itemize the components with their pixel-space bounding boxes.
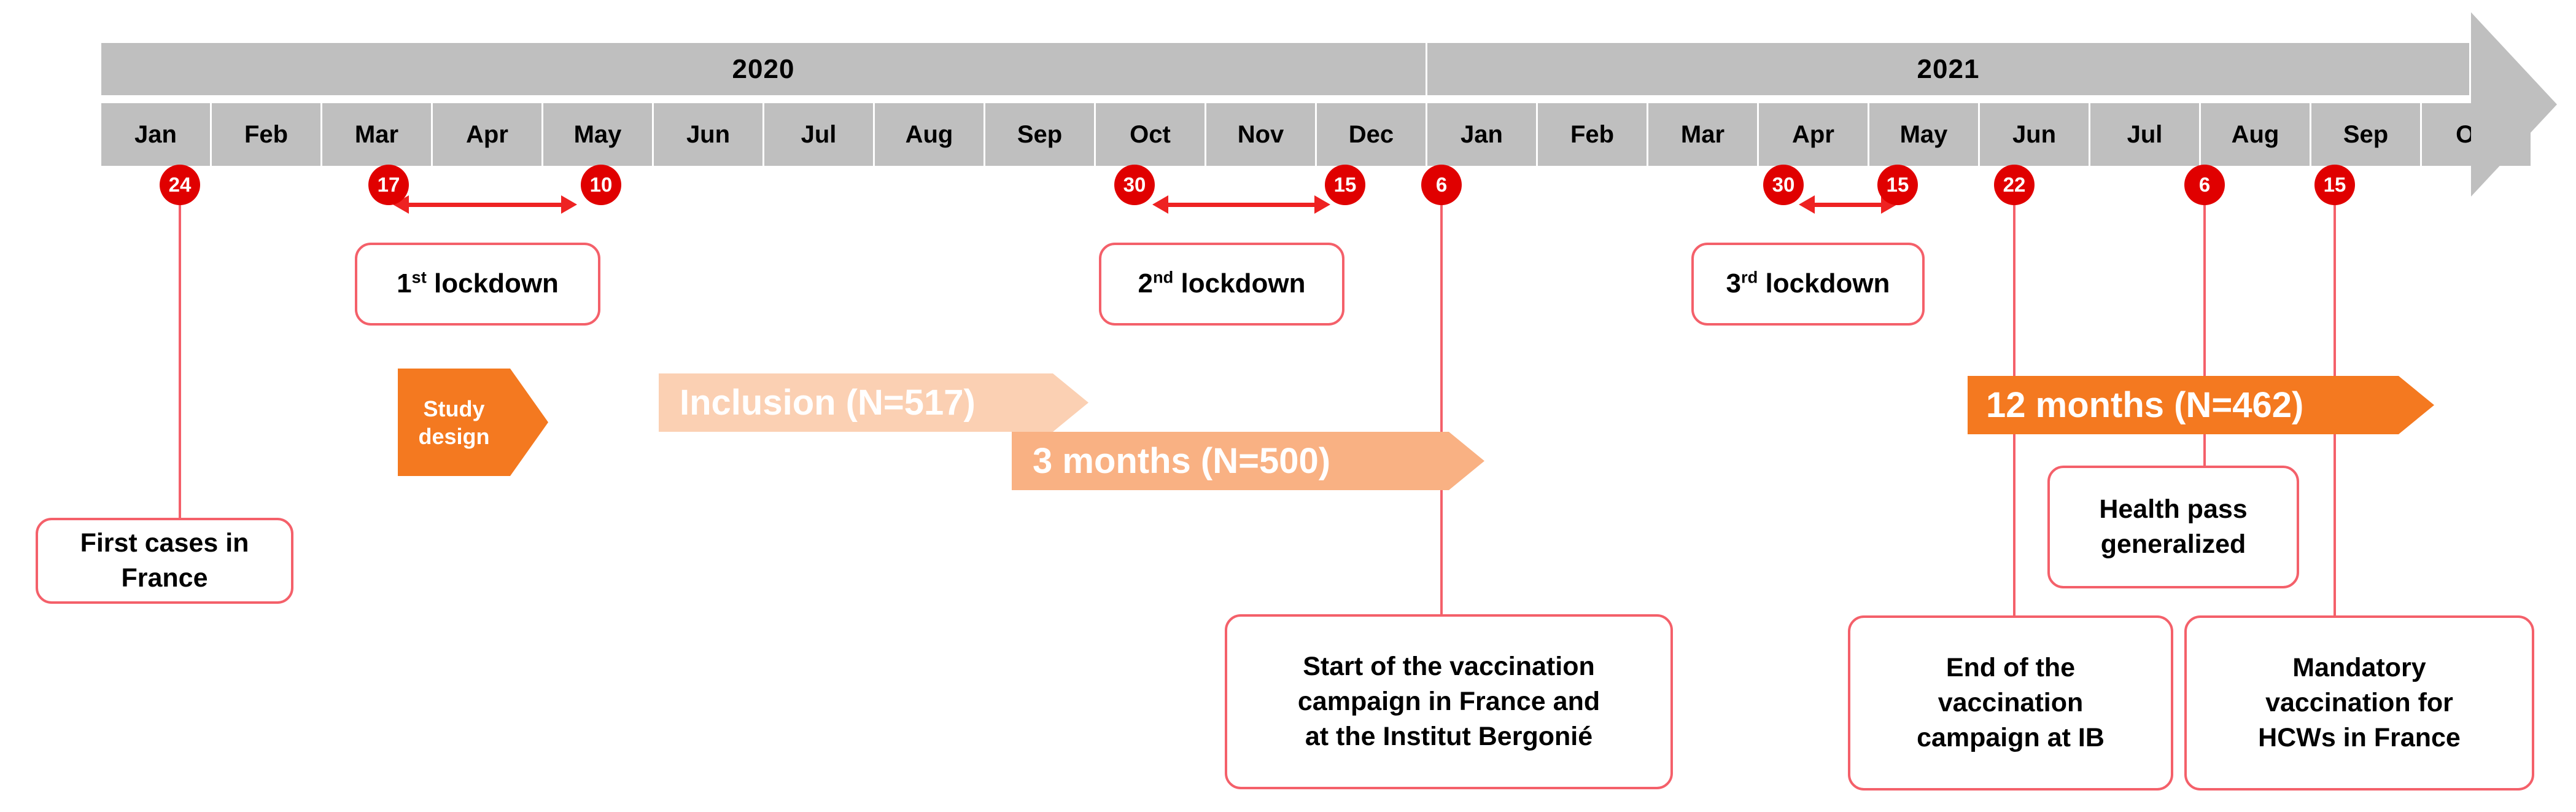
badge-2021-jan-6: 6: [1421, 165, 1462, 205]
lockdown-3-label: 3rd lockdown: [1726, 267, 1890, 299]
month-cell-2020-jun: Jun: [654, 103, 764, 166]
note-vaccination-start-connector-line: [1440, 203, 1443, 614]
month-cell-2020-oct: Oct: [1096, 103, 1206, 166]
lockdown-1-box: 1st lockdown: [355, 243, 600, 326]
lockdown-1-duration-arrow-icon: [393, 195, 577, 214]
badge-2020-jan-24: 24: [160, 165, 200, 205]
badge-2020-may-10: 10: [581, 165, 621, 205]
badge-2021-aug-6: 6: [2184, 165, 2225, 205]
month-cell-2020-feb: Feb: [212, 103, 322, 166]
lockdown-2-duration-arrow-icon: [1152, 195, 1330, 214]
year-cell-2021: 2021: [1427, 43, 2471, 95]
lockdown-1-label: 1st lockdown: [397, 267, 559, 299]
month-cell-2020-aug: Aug: [875, 103, 985, 166]
badge-2021-apr-30: 30: [1763, 165, 1804, 205]
month-cell-2021-jan: Jan: [1427, 103, 1538, 166]
month-cell-2021-feb: Feb: [1538, 103, 1648, 166]
month-cell-2020-apr: Apr: [433, 103, 543, 166]
arrow-right-head-icon: [1314, 195, 1330, 214]
month-cell-2020-dec: Dec: [1317, 103, 1427, 166]
month-cell-2020-may: May: [543, 103, 654, 166]
month-cell-2020-mar: Mar: [322, 103, 433, 166]
note-first-cases-france-connector-line: [179, 203, 181, 518]
month-cell-2021-jun: Jun: [1980, 103, 2090, 166]
lockdown-2-box: 2nd lockdown: [1099, 243, 1344, 326]
month-cell-2020-nov: Nov: [1206, 103, 1317, 166]
band-12-months: 12 months (N=462): [1968, 376, 2434, 434]
band-inclusion-label: Inclusion (N=517): [680, 383, 976, 423]
band-3-months-label: 3 months (N=500): [1033, 441, 1331, 481]
month-cell-2021-apr: Apr: [1759, 103, 1869, 166]
month-cell-2021-jul: Jul: [2090, 103, 2201, 166]
month-cell-2021-mar: Mar: [1648, 103, 1759, 166]
arrow-shaft: [403, 203, 567, 207]
note-health-pass-connector-line: [2203, 203, 2206, 466]
month-cell-2020-jan: Jan: [101, 103, 212, 166]
badge-2021-may-15: 15: [1877, 165, 1918, 205]
band-inclusion: Inclusion (N=517): [659, 373, 1088, 432]
month-cell-2021-sep: Sep: [2311, 103, 2422, 166]
year-cell-2020: 2020: [101, 43, 1427, 95]
badge-2021-jun-22: 22: [1994, 165, 2035, 205]
month-cell-2021-may: May: [1869, 103, 1980, 166]
badge-2020-oct-30: 30: [1114, 165, 1155, 205]
lockdown-3-box: 3rd lockdown: [1691, 243, 1925, 326]
arrow-shaft: [1809, 203, 1887, 207]
month-cell-2020-sep: Sep: [985, 103, 1096, 166]
badge-2020-mar-17: 17: [368, 165, 409, 205]
lockdown-2-label: 2nd lockdown: [1138, 267, 1306, 299]
month-cell-2020-jul: Jul: [764, 103, 875, 166]
arrow-right-head-icon: [561, 195, 577, 214]
month-cell-2021-aug: Aug: [2201, 103, 2311, 166]
badge-2021-sep-15: 15: [2314, 165, 2355, 205]
arrow-shaft: [1162, 203, 1321, 207]
timeline-arrowhead-icon: [2471, 12, 2557, 197]
band-3-months: 3 months (N=500): [1012, 432, 1484, 490]
band-12-months-label: 12 months (N=462): [1986, 385, 2304, 425]
badge-2020-dec-15: 15: [1325, 165, 1365, 205]
